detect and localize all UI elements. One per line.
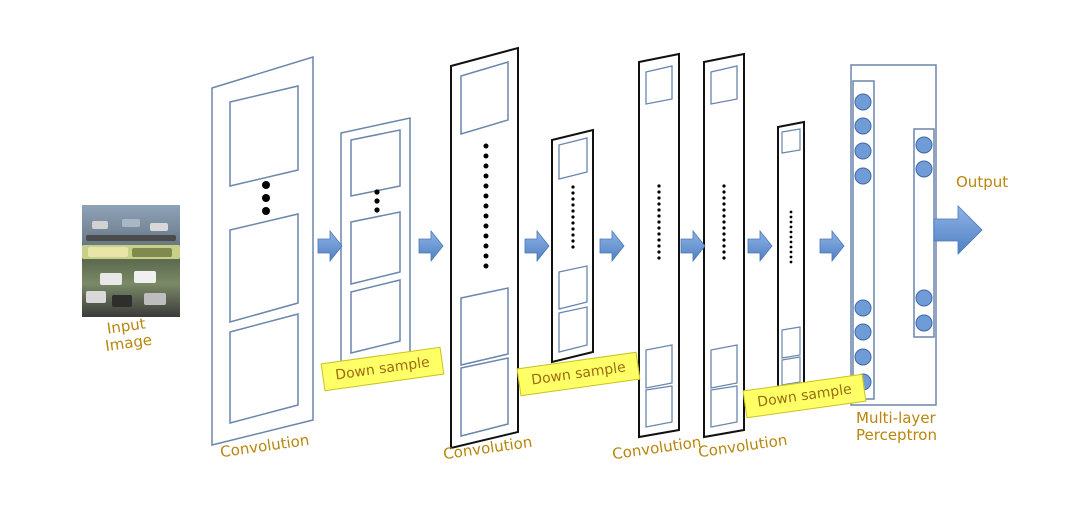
right-arrow-icon — [747, 229, 773, 263]
neuron-circle-icon — [854, 323, 872, 341]
mlp-label: Multi-layer Perceptron — [856, 409, 937, 445]
downsample-layer-2 — [551, 128, 594, 364]
conv-layer-2 — [450, 46, 519, 450]
right-arrow-icon — [680, 229, 706, 263]
input-image-label: Input Image — [104, 314, 154, 356]
right-arrow-icon — [599, 229, 625, 263]
output-label: Output — [956, 173, 1009, 191]
input-photo-image — [82, 205, 180, 317]
conv-layer-4 — [703, 52, 745, 439]
neuron-circle-icon — [915, 160, 933, 178]
downsample-layer-3 — [777, 120, 805, 392]
neuron-circle-icon — [915, 289, 933, 307]
neuron-circle-icon — [854, 117, 872, 135]
right-arrow-icon — [317, 229, 343, 263]
conv-layer-3 — [638, 52, 680, 439]
neuron-circle-icon — [854, 167, 872, 185]
neuron-circle-icon — [915, 136, 933, 154]
right-arrow-icon — [524, 229, 550, 263]
neuron-circle-icon — [854, 93, 872, 111]
conv-layer-1 — [211, 55, 314, 446]
mlp-block — [850, 64, 937, 406]
neuron-circle-icon — [854, 142, 872, 160]
neuron-circle-icon — [854, 348, 872, 366]
downsample-layer-1 — [340, 117, 411, 371]
right-arrow-icon — [819, 229, 845, 263]
output-arrow-icon — [933, 205, 983, 255]
neuron-circle-icon — [915, 314, 933, 332]
right-arrow-icon — [418, 229, 444, 263]
neuron-circle-icon — [854, 299, 872, 317]
